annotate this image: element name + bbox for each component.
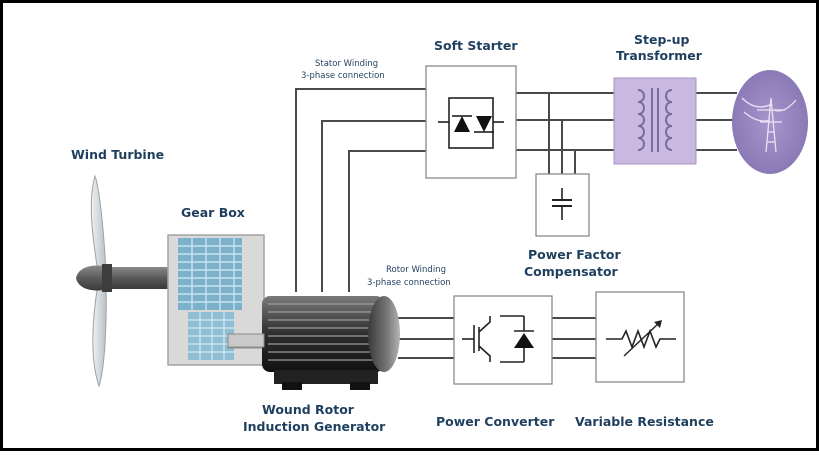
label-generator-line1: Wound Rotor xyxy=(262,402,355,417)
induction-generator xyxy=(227,296,400,390)
label-pfc-line1: Power Factor xyxy=(528,247,622,262)
turbine-blade-upper xyxy=(90,174,107,273)
variable-resistance-box xyxy=(595,291,685,383)
label-step-up-line2: Transformer xyxy=(616,48,703,63)
power-converter-box xyxy=(453,295,553,385)
label-gear-box: Gear Box xyxy=(181,205,245,220)
turbine-nose xyxy=(76,265,104,291)
label-stator-line1: Stator Winding xyxy=(315,59,378,69)
grid-wires xyxy=(516,92,737,175)
label-rotor-line2: 3-phase connection xyxy=(367,278,451,288)
label-step-up-line1: Step-up xyxy=(634,32,689,47)
power-factor-compensator-box xyxy=(535,173,590,237)
turbine-hub xyxy=(102,264,112,292)
grid-tower-icon xyxy=(732,70,808,174)
label-wind-turbine: Wind Turbine xyxy=(71,147,164,162)
turbine-blade-lower xyxy=(92,283,107,388)
label-power-converter: Power Converter xyxy=(436,414,555,429)
label-generator-line2: Induction Generator xyxy=(243,419,386,434)
stator-wires xyxy=(295,88,428,292)
rotor-wires xyxy=(398,317,597,359)
label-pfc-line2: Compensator xyxy=(524,264,619,279)
label-rotor-line1: Rotor Winding xyxy=(386,265,446,275)
label-soft-starter: Soft Starter xyxy=(434,38,518,53)
label-variable-resistance: Variable Resistance xyxy=(575,414,714,429)
soft-starter-box xyxy=(425,65,517,179)
label-stator-line2: 3-phase connection xyxy=(301,71,385,81)
step-up-transformer xyxy=(613,77,697,165)
